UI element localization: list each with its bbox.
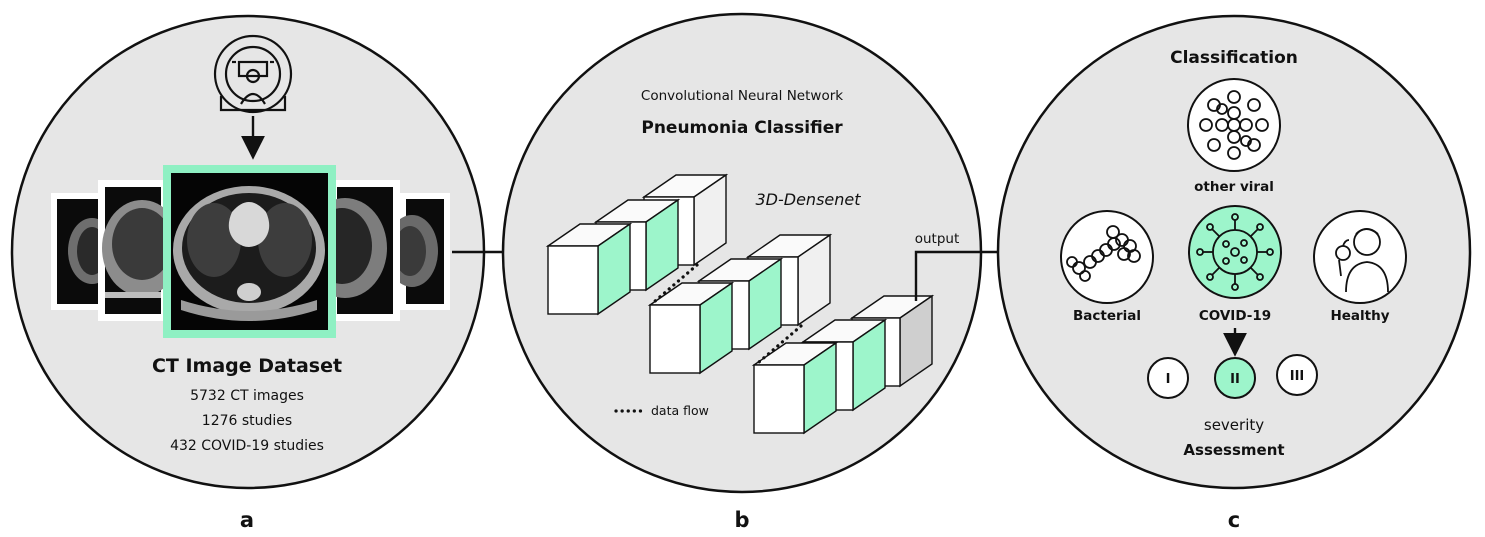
dense-block-3 [751,294,935,435]
cube-3-1 [751,341,839,435]
dataset-title: CT Image Dataset [152,355,342,377]
severity-level-3: III [1276,354,1318,396]
virus-cluster-icon [1199,90,1269,160]
dense-block-2 [647,233,833,375]
output-connector [914,240,1035,301]
coronavirus-icon [1196,213,1274,291]
ct-scanner-icon [213,34,293,114]
output-label: output [915,231,960,247]
healthy-person-icon [1335,228,1389,293]
severity-level-1: I [1147,357,1189,399]
dataset-stat-covid: 432 COVID-19 studies [170,438,324,454]
severity-level-1-label: I [1166,372,1171,387]
covid-node [1188,205,1282,299]
dense-block-1 [545,173,729,316]
dataset-stat-images: 5732 CT images [190,388,304,404]
dataset-stat-studies: 1276 studies [202,413,292,429]
data-flow-dots [652,263,803,364]
bacterial-label: Bacterial [1073,308,1141,324]
panel-a: CT Image Dataset 5732 CT images 1276 stu… [10,14,486,532]
ct-slice-stack [51,165,450,338]
other-viral-label: other viral [1194,179,1274,195]
other-viral-node [1187,78,1281,172]
network-subtitle: Convolutional Neural Network [641,88,843,104]
cube-1-1 [545,222,633,316]
model-name: 3D-Densenet [755,190,861,209]
healthy-label: Healthy [1330,308,1389,324]
legend-label: data flow [651,403,709,418]
cube-2-1 [647,281,735,375]
severity-level-2: II [1214,357,1256,399]
panel-c: Classification other viral [996,14,1472,532]
panel-letter-b: b [734,508,749,532]
covid-label: COVID-19 [1199,308,1271,324]
healthy-node [1313,210,1407,304]
severity-label: severity [1204,416,1264,434]
panel-b: Convolutional Neural Network Pneumonia C… [501,12,1035,532]
panel-letter-a: a [240,508,254,532]
panel-letter-c: c [1228,508,1240,532]
cube-3-2 [800,318,888,412]
assessment-label: Assessment [1183,441,1284,459]
bacterial-node [1060,210,1154,304]
severity-level-2-label: II [1230,372,1240,387]
bacteria-icon [1066,225,1141,282]
network-title: Pneumonia Classifier [641,118,843,138]
classification-title: Classification [1170,48,1298,68]
severity-level-3-label: III [1290,369,1305,384]
